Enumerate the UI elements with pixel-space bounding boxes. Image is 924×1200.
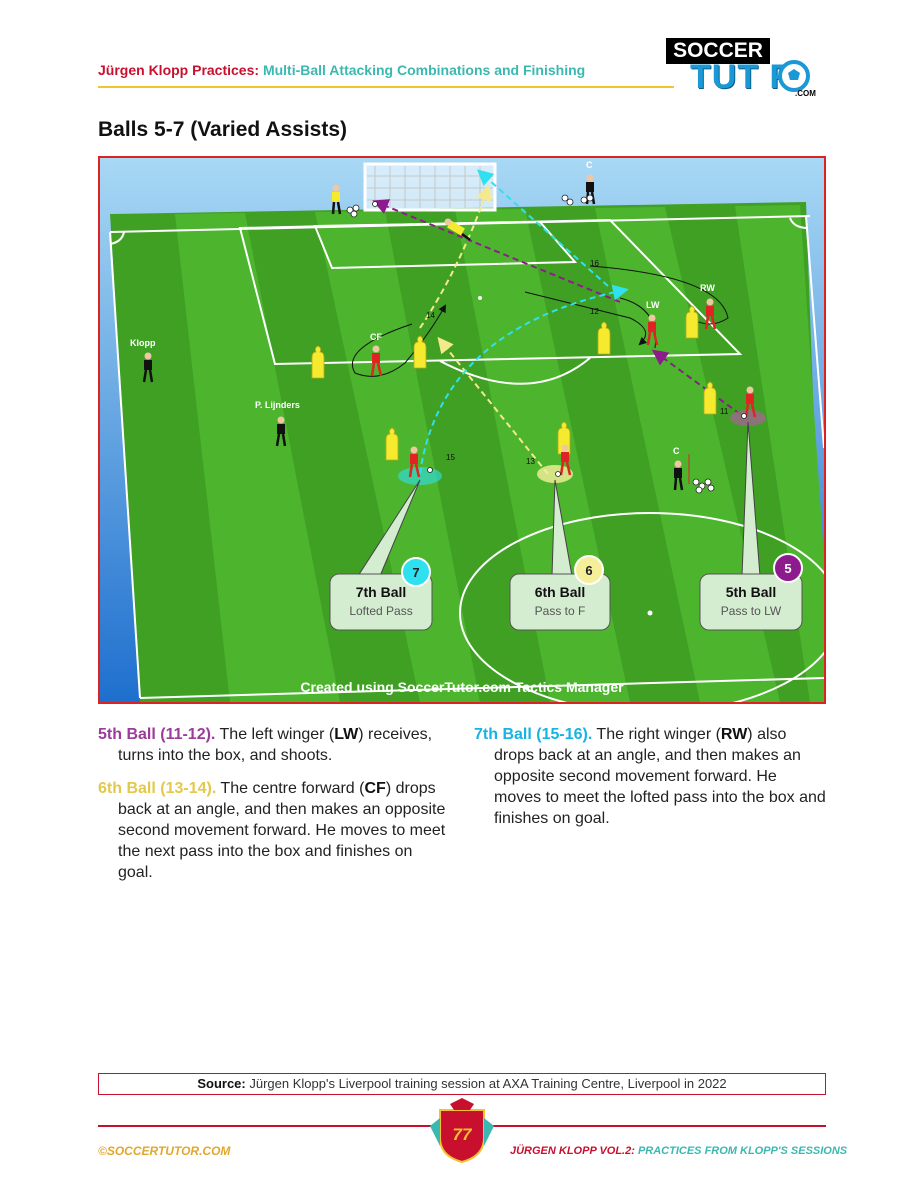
shot-5th-ball	[372, 199, 621, 303]
goalkeeper	[444, 218, 471, 241]
spot-13	[537, 465, 573, 483]
callout-5th-subtitle: Pass to LW	[721, 604, 782, 618]
source-label: Source:	[197, 1076, 246, 1091]
shot-7th-ball	[477, 169, 609, 287]
paragraph-5th-ball: 5th Ball (11-12). The left winger (LW) r…	[98, 726, 433, 764]
header-title-series: Jürgen Klopp Practices:	[98, 62, 260, 78]
pitch-svg: Klopp P. Lijnders CF LW RW C C 11 12 13 …	[100, 158, 824, 702]
number-14: 14	[426, 311, 435, 320]
text-column-right: 7th Ball (15-16). The right winger (RW) …	[474, 724, 826, 841]
label-lw: LW	[646, 300, 660, 310]
number-12: 12	[590, 307, 599, 316]
callout-6th-badge: 6	[585, 563, 592, 578]
callout-5th-title: 5th Ball	[726, 584, 777, 600]
header-divider	[98, 86, 674, 88]
pass-5th-ball	[651, 349, 741, 415]
callout-7th: 7 7th Ball Lofted Pass	[329, 557, 433, 631]
klopp	[142, 352, 154, 383]
page-title: Balls 5-7 (Varied Assists)	[98, 118, 348, 141]
shot-6th-ball	[419, 184, 492, 329]
logo-soccer: SOCCER	[666, 38, 770, 64]
paragraph-6th-ball: 6th Ball (13-14). The centre forward (CF…	[98, 780, 446, 881]
label-rw: RW	[700, 283, 715, 293]
callout-7th-badge: 7	[412, 565, 419, 580]
header-title-topic: Multi-Ball Attacking Combinations and Fi…	[262, 62, 586, 78]
label-7th-ball: 7th Ball (15-16).	[474, 726, 593, 743]
callout-6th: 6 6th Ball Pass to F	[509, 555, 611, 631]
label-6th-ball: 6th Ball (13-14).	[98, 780, 217, 797]
logo-com: .COM	[795, 89, 816, 98]
footer-book-title: JÜRGEN KLOPP VOL.2: PRACTICES FROM KLOPP…	[510, 1145, 848, 1157]
rw-movement	[589, 265, 729, 325]
touchline-right	[805, 215, 824, 449]
callout-7th-subtitle: Lofted Pass	[349, 604, 412, 618]
soccer-ball-icon	[778, 60, 810, 92]
touchline-left	[109, 231, 141, 699]
halfway-line	[139, 677, 824, 699]
source-text: Jürgen Klopp's Liverpool training sessio…	[245, 1076, 727, 1091]
player-11	[744, 386, 757, 418]
coach-right	[673, 460, 684, 491]
number-11: 11	[720, 407, 729, 416]
label-cf: CF	[370, 332, 382, 342]
label-coach-top: C	[586, 160, 593, 170]
centre-circle	[459, 512, 824, 702]
callout-5th: 5 5th Ball Pass to LW	[699, 553, 803, 631]
number-16: 16	[590, 259, 599, 268]
balls	[346, 194, 747, 494]
lw-run	[524, 291, 648, 346]
goal	[363, 162, 497, 212]
cf-movement	[351, 304, 446, 377]
pass-6th-ball	[437, 336, 549, 475]
lijnders	[275, 416, 287, 447]
label-coach-right: C	[673, 446, 680, 456]
label-klopp: Klopp	[130, 338, 156, 348]
watermark: Created using SoccerTutor.com Tactics Ma…	[300, 679, 624, 695]
player-13	[559, 444, 572, 476]
ball-server-goal	[331, 184, 342, 215]
six-yard-box	[313, 220, 578, 270]
label-lijnders: P. Lijnders	[255, 400, 300, 410]
callout-6th-title: 6th Ball	[535, 584, 586, 600]
penalty-spot	[478, 296, 482, 300]
label-5th-ball: 5th Ball (11-12).	[98, 726, 216, 743]
number-15: 15	[446, 453, 455, 462]
text-column-left: 5th Ball (11-12). The left winger (LW) r…	[98, 724, 450, 895]
player-cf	[370, 345, 383, 377]
mannequins	[311, 305, 717, 461]
player-rw	[704, 298, 717, 330]
callout-7th-title: 7th Ball	[356, 584, 407, 600]
footer-copyright: ©SOCCERTUTOR.COM	[98, 1144, 231, 1158]
source-box: Source: Jürgen Klopp's Liverpool trainin…	[98, 1073, 826, 1095]
page-number: 77	[453, 1125, 473, 1144]
logo-tutor: TUT R	[690, 58, 796, 96]
callout-6th-subtitle: Pass to F	[535, 604, 586, 618]
spot-11	[730, 410, 766, 426]
paragraph-7th-ball: 7th Ball (15-16). The right winger (RW) …	[474, 726, 826, 827]
callout-5th-badge: 5	[784, 561, 791, 576]
player-15	[408, 446, 421, 478]
page-crest-icon: 77	[430, 1098, 494, 1164]
number-13: 13	[526, 457, 535, 466]
player-lw	[646, 314, 659, 346]
penalty-arc	[439, 357, 591, 385]
tactics-diagram: Klopp P. Lijnders CF LW RW C C 11 12 13 …	[98, 156, 826, 704]
header-title: Jürgen Klopp Practices: Multi-Ball Attac…	[98, 62, 585, 78]
centre-spot	[647, 610, 653, 616]
